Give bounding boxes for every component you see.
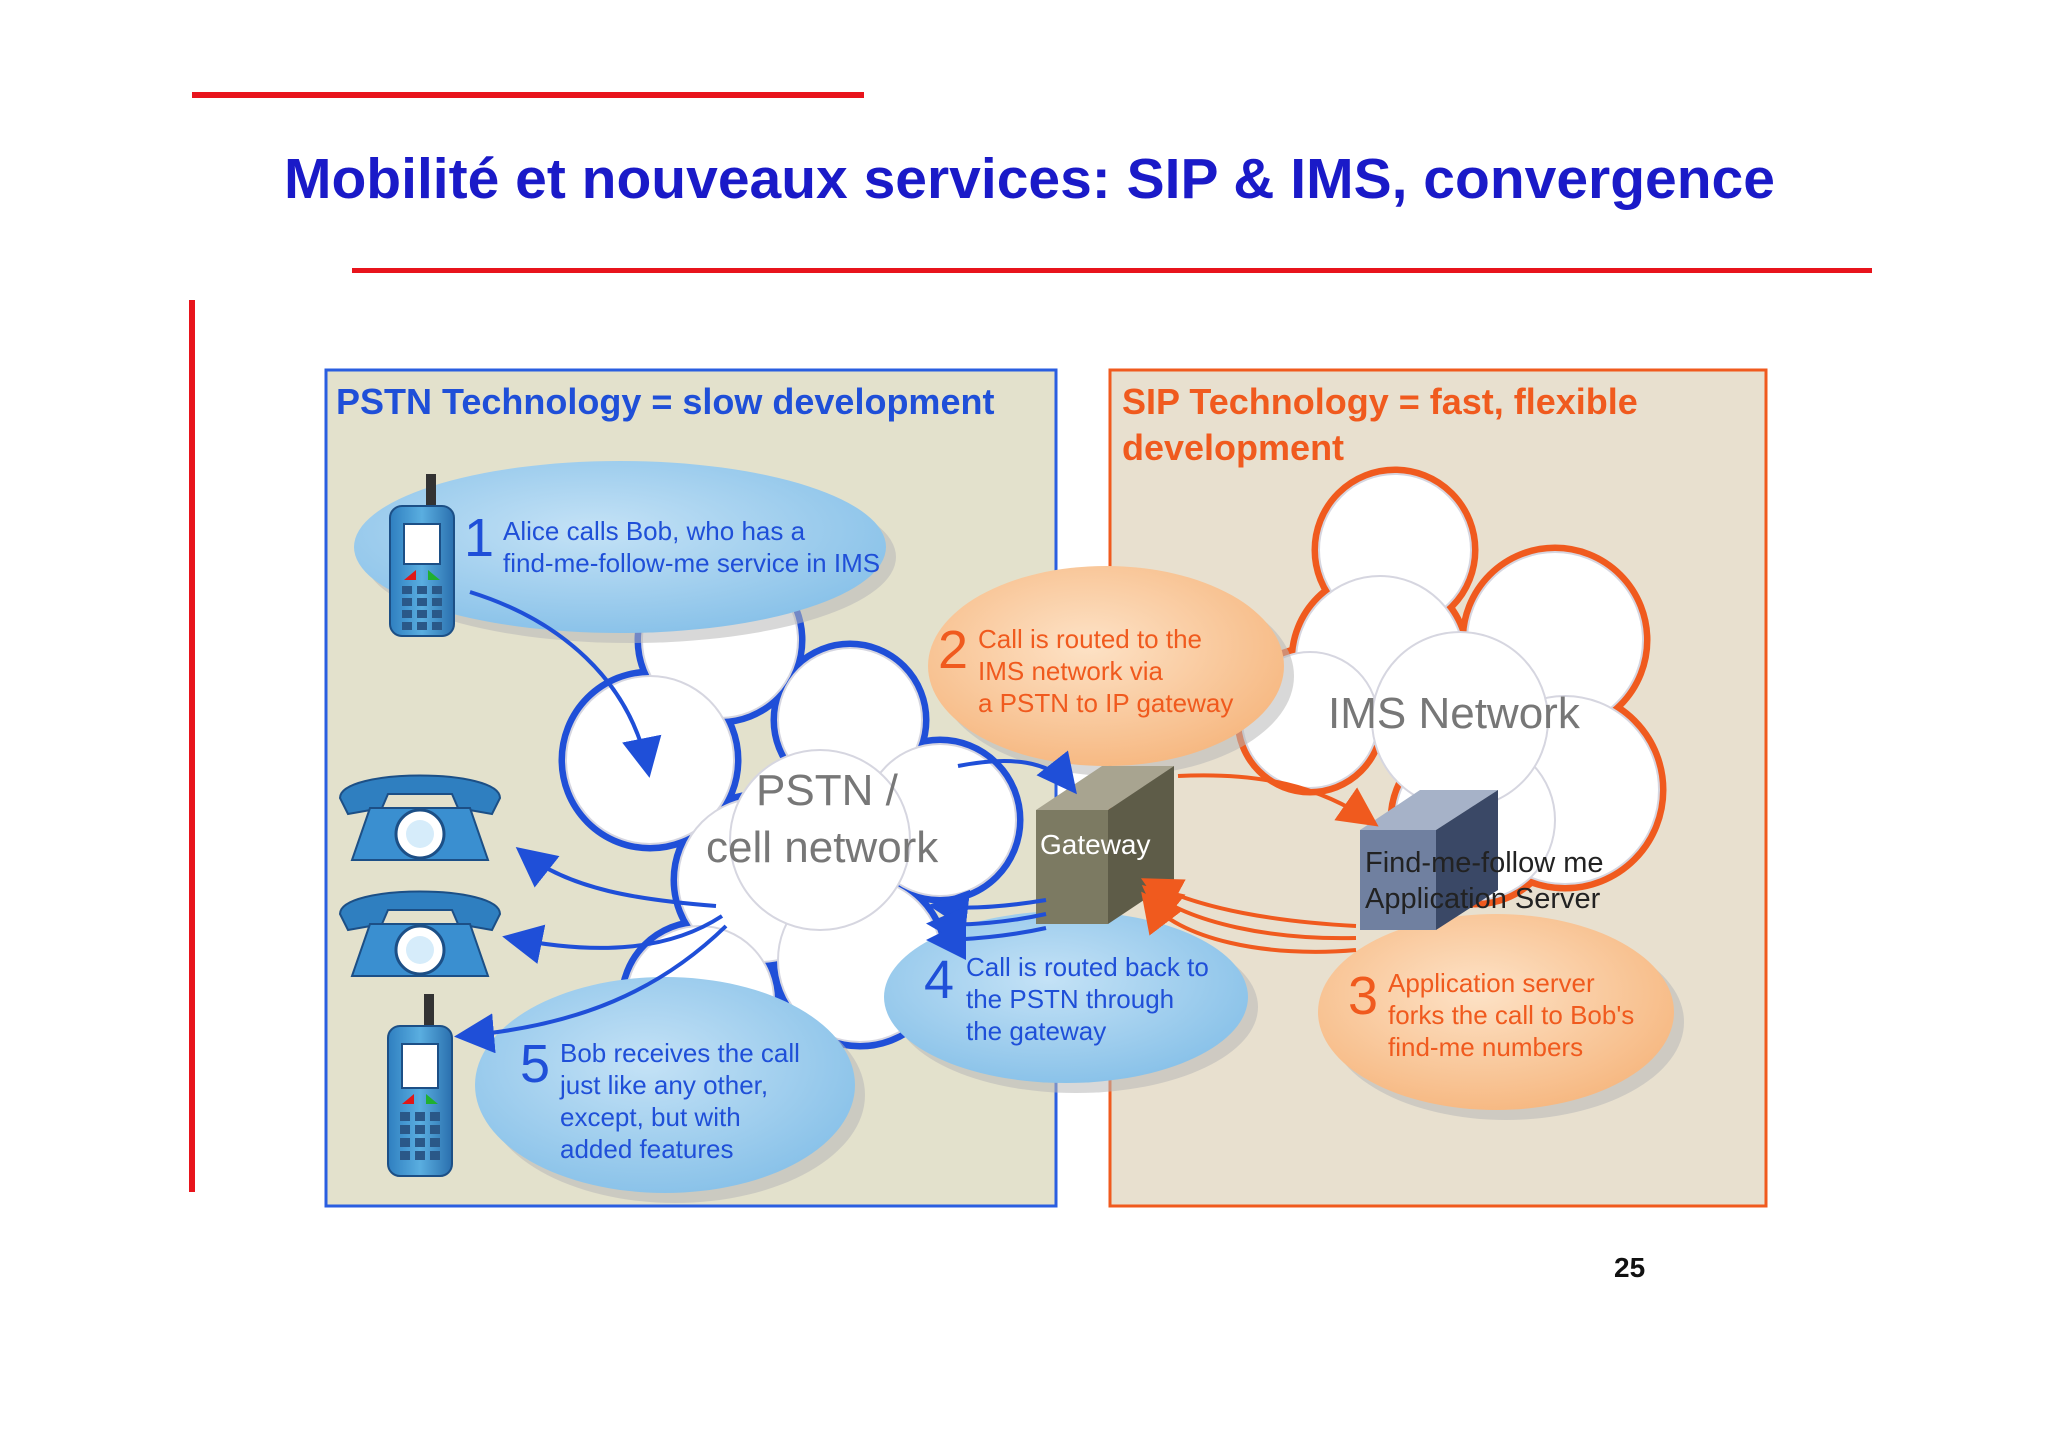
step-2-number: 2 <box>938 620 968 680</box>
step-2-line-1: Call is routed to the <box>978 624 1202 654</box>
step-1-line-2: find-me-follow-me service in IMS <box>503 548 880 578</box>
orange-arrows <box>1140 773 1379 954</box>
sip-panel-heading-line1: SIP Technology = fast, flexible <box>1122 381 1638 422</box>
step-3-number: 3 <box>1348 966 1378 1026</box>
desk-phone-icon <box>338 890 502 977</box>
arrow-to-desk-phone-2 <box>502 914 724 964</box>
arrow-pstn-to-gateway <box>957 750 1077 795</box>
arrow-app-server-to-gateway-3 <box>1141 891 1357 954</box>
step-4-line-2: the PSTN through <box>966 984 1174 1014</box>
step-4-line-1: Call is routed back to <box>966 952 1209 982</box>
step-3-bubble: 3 Application server forks the call to B… <box>1318 914 1684 1120</box>
step-3-line-1: Application server <box>1388 968 1595 998</box>
arrow-to-desk-phone-1 <box>515 847 717 908</box>
mobile-phone-icon <box>389 474 455 637</box>
step-1-line-1: Alice calls Bob, who has a <box>503 516 806 546</box>
sip-panel-heading-line2: development <box>1122 427 1344 468</box>
step-5-bubble: 5 Bob receives the call just like any ot… <box>475 977 865 1203</box>
gateway-label: Gateway <box>1040 829 1151 860</box>
app-server-label-line2: Application Server <box>1365 883 1601 915</box>
mobile-phone-icon <box>387 994 453 1177</box>
blue-arrows <box>454 590 1077 1054</box>
pstn-panel-heading: PSTN Technology = slow development <box>336 381 994 422</box>
ims-network-label: IMS Network <box>1328 689 1581 738</box>
step-2-line-2: IMS network via <box>978 656 1163 686</box>
step-3-line-3: find-me numbers <box>1388 1032 1583 1062</box>
step-2-bubble: 2 Call is routed to the IMS network via … <box>928 566 1294 776</box>
slide-title: Mobilité et nouveaux services: SIP & IMS… <box>284 147 1775 211</box>
step-5-line-3: except, but with <box>560 1102 741 1132</box>
app-server-box: Find-me-follow me Application Server <box>1360 790 1604 930</box>
step-5-line-2: just like any other, <box>559 1070 768 1100</box>
step-4-bubble: 4 Call is routed back to the PSTN throug… <box>884 911 1258 1093</box>
step-5-line-1: Bob receives the call <box>560 1038 800 1068</box>
step-4-line-3: the gateway <box>966 1016 1106 1046</box>
pstn-cloud-label-line1: PSTN / <box>756 766 899 815</box>
pstn-cloud: PSTN / cell network <box>558 554 1024 1082</box>
title-underline <box>352 268 1872 273</box>
step-4-number: 4 <box>924 950 954 1010</box>
arrow-gateway-to-app-server <box>1177 773 1379 827</box>
step-5-number: 5 <box>520 1034 550 1094</box>
step-1-number: 1 <box>464 508 494 568</box>
arrow-gateway-back-3 <box>926 919 1047 960</box>
step-2-line-3: a PSTN to IP gateway <box>978 688 1233 718</box>
left-rule <box>189 300 195 1192</box>
arrow-to-mobile-phone <box>454 924 728 1054</box>
step-3-line-2: forks the call to Bob's <box>1388 1000 1634 1030</box>
app-server-label-line1: Find-me-follow me <box>1365 847 1604 879</box>
arrow-step1-to-pstn <box>469 590 662 778</box>
pstn-cloud-label-line2: cell network <box>706 823 939 872</box>
step-5-line-4: added features <box>560 1134 733 1164</box>
top-rule <box>192 92 864 98</box>
page-number: 25 <box>1614 1252 1646 1283</box>
gateway-box: Gateway <box>1036 766 1174 924</box>
desk-phone-icon <box>338 774 502 861</box>
